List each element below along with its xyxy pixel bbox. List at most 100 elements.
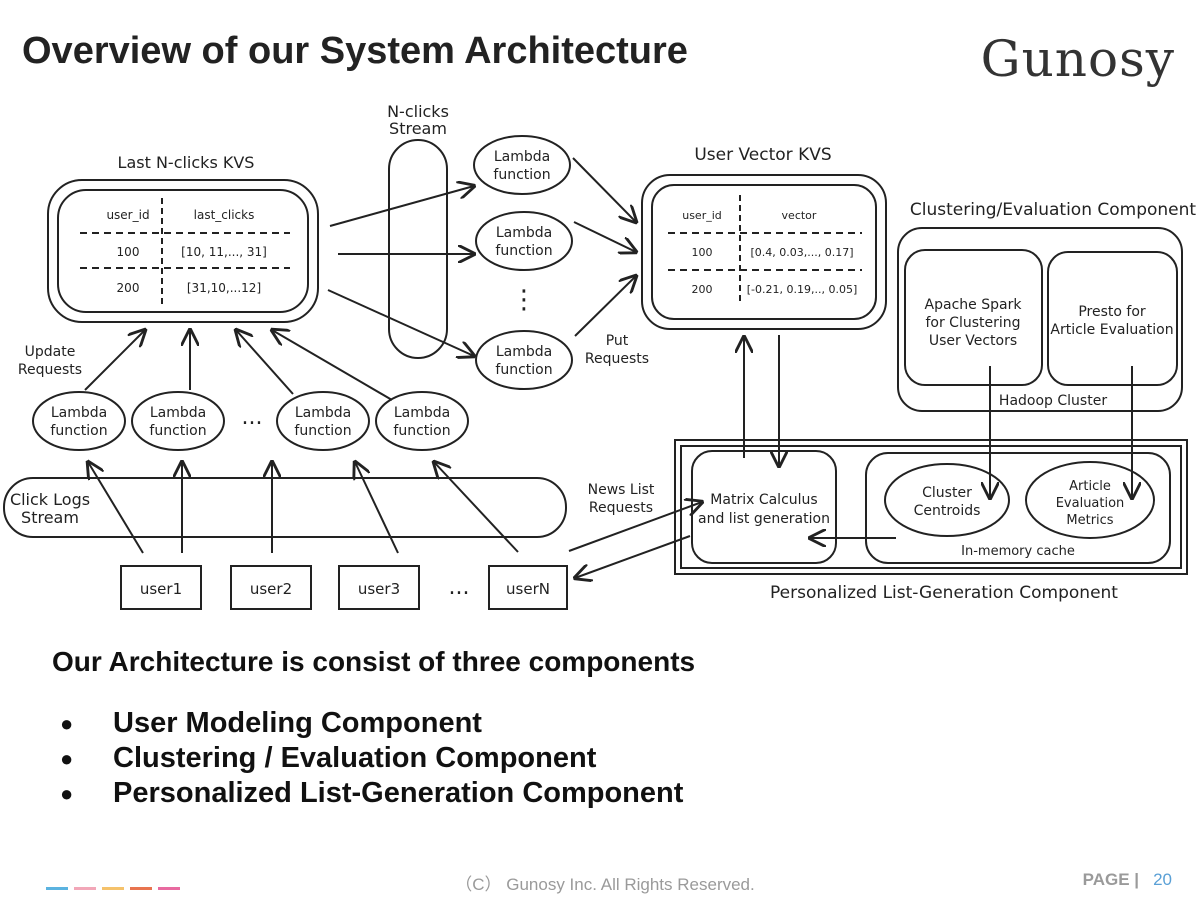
svg-text:function: function [495,243,552,259]
svg-text:function: function [294,423,351,439]
put-requests-label-1: Put [606,333,629,349]
component-list-item: ●User Modeling Component [60,707,482,739]
personalized-list-generation-component: Matrix Calculus and list generation Clus… [674,439,1188,603]
right-lambda-column: Lambda function Lambda function ⋮ Lambda… [473,135,573,390]
svg-text:200: 200 [692,283,713,296]
update-requests-label-2: Requests [18,362,82,378]
userN-label: userN [506,580,550,598]
last-kvs-outer-box [47,179,319,323]
svg-text:Lambda: Lambda [394,405,450,421]
nclicks-stream-label-1: N-clicks [387,102,449,121]
brand-color-stripes [46,887,180,890]
stripe [46,887,68,890]
footer-page-number: PAGE | 20 [1083,870,1172,890]
news-list-requests-label-2: Requests [589,500,653,516]
user3-box [338,565,420,610]
svg-text:Cluster: Cluster [922,485,972,501]
user-vector-inner-box [651,184,877,320]
component-list-item: ●Personalized List-Generation Component [60,777,684,809]
spark-box [904,249,1043,386]
svg-text:Matrix Calculus: Matrix Calculus [710,492,817,508]
svg-text:for Clustering: for Clustering [925,315,1020,331]
svg-text:[0.4, 0.03,..., 0.17]: [0.4, 0.03,..., 0.17] [750,246,853,259]
nclicks-stream-label-2: Stream [389,119,447,138]
in-memory-cache-box [865,452,1171,564]
svg-text:user_id: user_id [682,209,722,222]
bullet-icon: ● [60,746,74,771]
last-nclicks-kvs: Last N-clicks KVS user_id last_clicks 10… [47,153,319,323]
lambda-function-b2: Lambda function [131,391,225,451]
hadoop-cluster-box [897,227,1183,412]
personalized-title: Personalized List-Generation Component [770,583,1118,603]
user-vector-kvs: User Vector KVS user_id vector 100 [0.4,… [641,145,887,330]
summary-section: Our Architecture is consist of three com… [52,646,695,811]
stripe [102,887,124,890]
last-kvs-row2-val: [31,10,...12] [187,281,261,295]
article-metrics-ellipse [1025,461,1155,539]
last-kvs-row2-id: 200 [117,281,140,295]
last-kvs-row1-id: 100 [117,245,140,259]
svg-text:Lambda: Lambda [51,405,107,421]
svg-text:Apache Spark: Apache Spark [925,297,1023,313]
svg-text:Article: Article [1069,479,1111,494]
architecture-diagram: Last N-clicks KVS user_id last_clicks 10… [3,102,1196,610]
cluster-centroids-ellipse [884,463,1010,537]
nclicks-stream-shape [388,139,448,359]
gunosy-logo: Gunosy [980,30,1175,88]
user1-box [120,565,202,610]
last-kvs-inner-box [57,189,309,313]
svg-text:Lambda: Lambda [494,149,550,165]
personalized-outer-box [674,439,1188,575]
footer-copyright: （C） Gunosy Inc. All Rights Reserved. [455,875,755,894]
svg-text:Metrics: Metrics [1066,513,1113,528]
svg-text:[-0.21, 0.19,.., 0.05]: [-0.21, 0.19,.., 0.05] [747,283,858,296]
lambda-function-b1: Lambda function [32,391,126,451]
bottom-lambda-row: Lambda function Lambda function ... Lamb… [32,391,469,451]
in-memory-cache-label: In-memory cache [961,544,1075,559]
page-label: PAGE | [1082,870,1140,889]
svg-text:User Vectors: User Vectors [929,333,1017,349]
svg-text:Centroids: Centroids [914,503,981,519]
lambda-function-r2: Lambda function [475,211,573,271]
component-list: ●User Modeling Component ●Clustering / E… [52,706,695,811]
lambda-function-r3: Lambda function [475,330,573,390]
stripe [130,887,152,890]
lambda-ellipsis: ... [242,405,263,430]
users-ellipsis: ... [449,575,470,600]
lambda-function-b3: Lambda function [276,391,370,451]
last-kvs-row1-val: [10, 11,..., 31] [181,245,267,259]
svg-text:Lambda: Lambda [496,225,552,241]
summary-title: Our Architecture is consist of three com… [52,646,696,677]
last-kvs-col-userid: user_id [106,208,149,222]
user2-label: user2 [250,580,292,598]
last-kvs-title: Last N-clicks KVS [118,153,255,172]
click-logs-stream: Click Logs Stream [3,477,567,538]
svg-text:function: function [50,423,107,439]
clustering-evaluation-component: Clustering/Evaluation Component Apache S… [897,200,1196,412]
news-list-requests-label-1: News List [588,482,655,498]
svg-text:function: function [393,423,450,439]
user-vector-outer-box [641,174,887,330]
stripe [158,887,180,890]
svg-text:function: function [149,423,206,439]
svg-text:Evaluation: Evaluation [1056,496,1125,511]
bullet-icon: ● [60,781,74,806]
user2-box [230,565,312,610]
svg-text:100: 100 [692,246,713,259]
lambda-vertical-dots: ⋮ [511,285,537,315]
svg-text:function: function [493,167,550,183]
svg-text:and list generation: and list generation [698,511,830,527]
personalized-inner-box [680,445,1182,569]
component-list-item: ●Clustering / Evaluation Component [60,742,597,774]
lambda-function-r1: Lambda function [473,135,571,195]
user1-label: user1 [140,580,182,598]
svg-text:Presto for: Presto for [1078,304,1146,320]
user3-label: user3 [358,580,400,598]
svg-text:Lambda: Lambda [150,405,206,421]
user-vector-kvs-title: User Vector KVS [694,145,831,165]
users-row: user1 user2 user3 ... userN [120,565,568,610]
matrix-calculus-box [691,450,837,564]
presto-box [1047,251,1178,386]
last-kvs-col-lastclicks: last_clicks [194,208,255,222]
page-number: 20 [1153,870,1172,889]
